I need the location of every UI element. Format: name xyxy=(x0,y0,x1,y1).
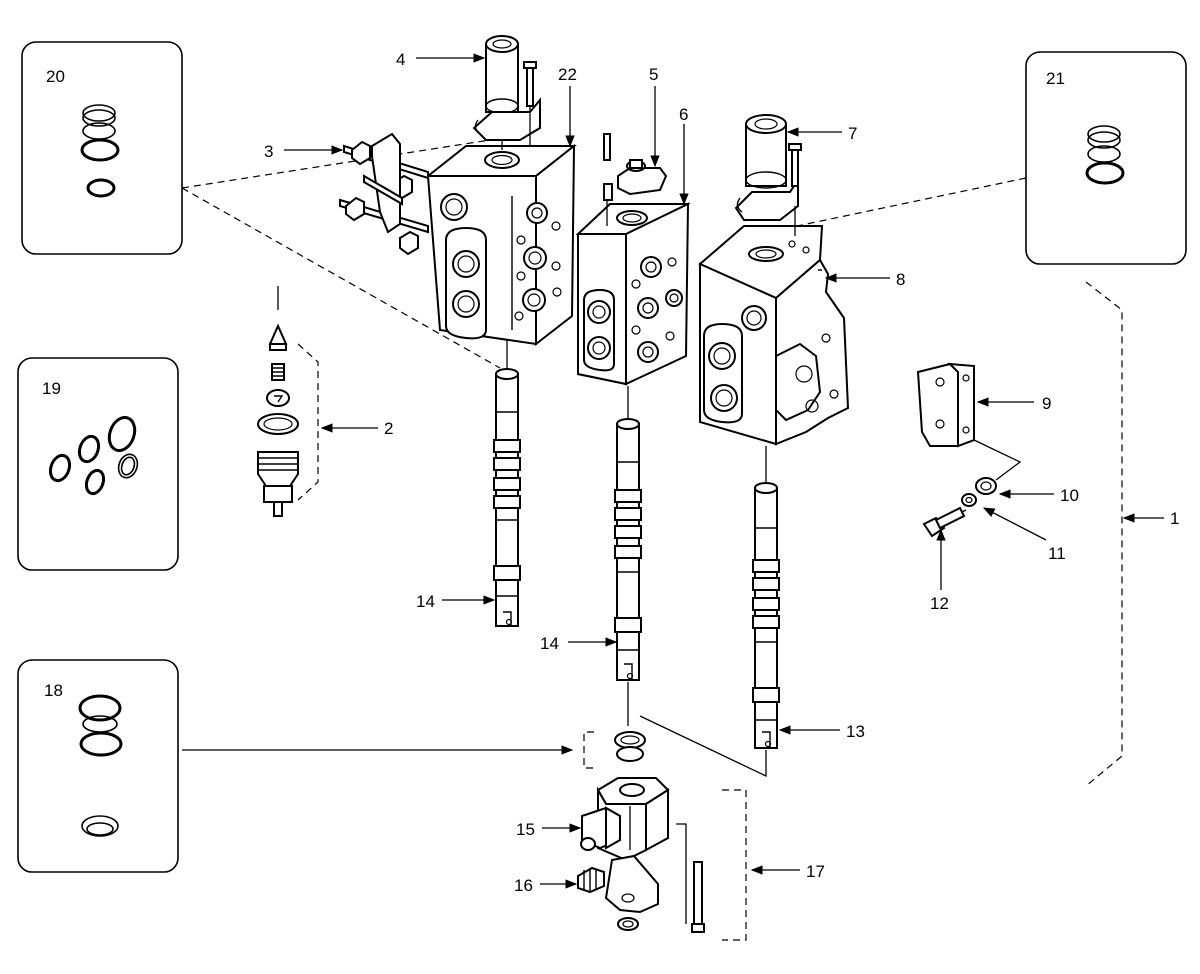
relief-valve-2 xyxy=(257,286,319,517)
callout-22: 22 xyxy=(558,65,577,84)
callout-leaders xyxy=(284,53,1164,889)
seal-kit-box-19: 19 xyxy=(17,357,179,571)
callout-18: 18 xyxy=(44,681,63,700)
callout-11: 11 xyxy=(1048,544,1066,563)
mounting-bracket-9 xyxy=(916,362,1022,481)
valve-section-6 xyxy=(575,202,691,386)
callout-3: 3 xyxy=(264,142,273,161)
seal-group-bottom xyxy=(583,682,767,778)
callout-20: 20 xyxy=(46,67,65,86)
solenoid-coil-4 xyxy=(472,35,541,150)
coil-connector-16 xyxy=(577,866,605,894)
callout-15: 15 xyxy=(516,820,535,839)
callout-14-middle: 14 xyxy=(540,634,559,653)
seal-kit-box-21: 21 xyxy=(1025,51,1187,265)
callout-4: 4 xyxy=(396,50,405,69)
seal-kit-links xyxy=(181,139,1027,755)
callout-8: 8 xyxy=(896,270,905,289)
callout-1: 1 xyxy=(1170,509,1179,528)
screw-17 xyxy=(676,789,747,941)
seal-kit-box-18: 18 xyxy=(17,659,179,873)
detent-cap-5 xyxy=(603,133,668,226)
callout-labels: 4 3 22 5 6 7 8 9 10 11 12 1 2 14 14 13 1… xyxy=(264,50,1179,895)
lock-washer-11 xyxy=(961,493,977,507)
spool-14-left xyxy=(493,340,521,627)
callout-9: 9 xyxy=(1042,394,1051,413)
callout-19: 19 xyxy=(42,379,61,398)
callout-6: 6 xyxy=(679,105,688,124)
callout-2: 2 xyxy=(384,419,393,438)
spool-14-middle xyxy=(614,386,642,681)
callout-14-left: 14 xyxy=(416,592,435,611)
valve-section-22 xyxy=(425,143,577,347)
tie-rods-3 xyxy=(339,132,429,256)
seal-kit-box-20: 20 xyxy=(21,41,183,255)
valve-section-8 xyxy=(698,225,850,446)
callout-10: 10 xyxy=(1060,486,1079,505)
callout-5: 5 xyxy=(649,65,658,84)
callout-13: 13 xyxy=(846,722,865,741)
callout-7: 7 xyxy=(848,124,857,143)
callout-17: 17 xyxy=(806,862,825,881)
callout-21: 21 xyxy=(1046,69,1065,88)
callout-16: 16 xyxy=(514,876,533,895)
callout-12: 12 xyxy=(930,594,949,613)
washer-10 xyxy=(975,477,997,495)
spool-13-right xyxy=(752,446,780,749)
pilot-valve-block-15 xyxy=(580,777,670,931)
bolt-12 xyxy=(922,506,967,538)
assembly-bracket-1 xyxy=(1085,281,1123,787)
solenoid-coil-7 xyxy=(734,114,802,236)
